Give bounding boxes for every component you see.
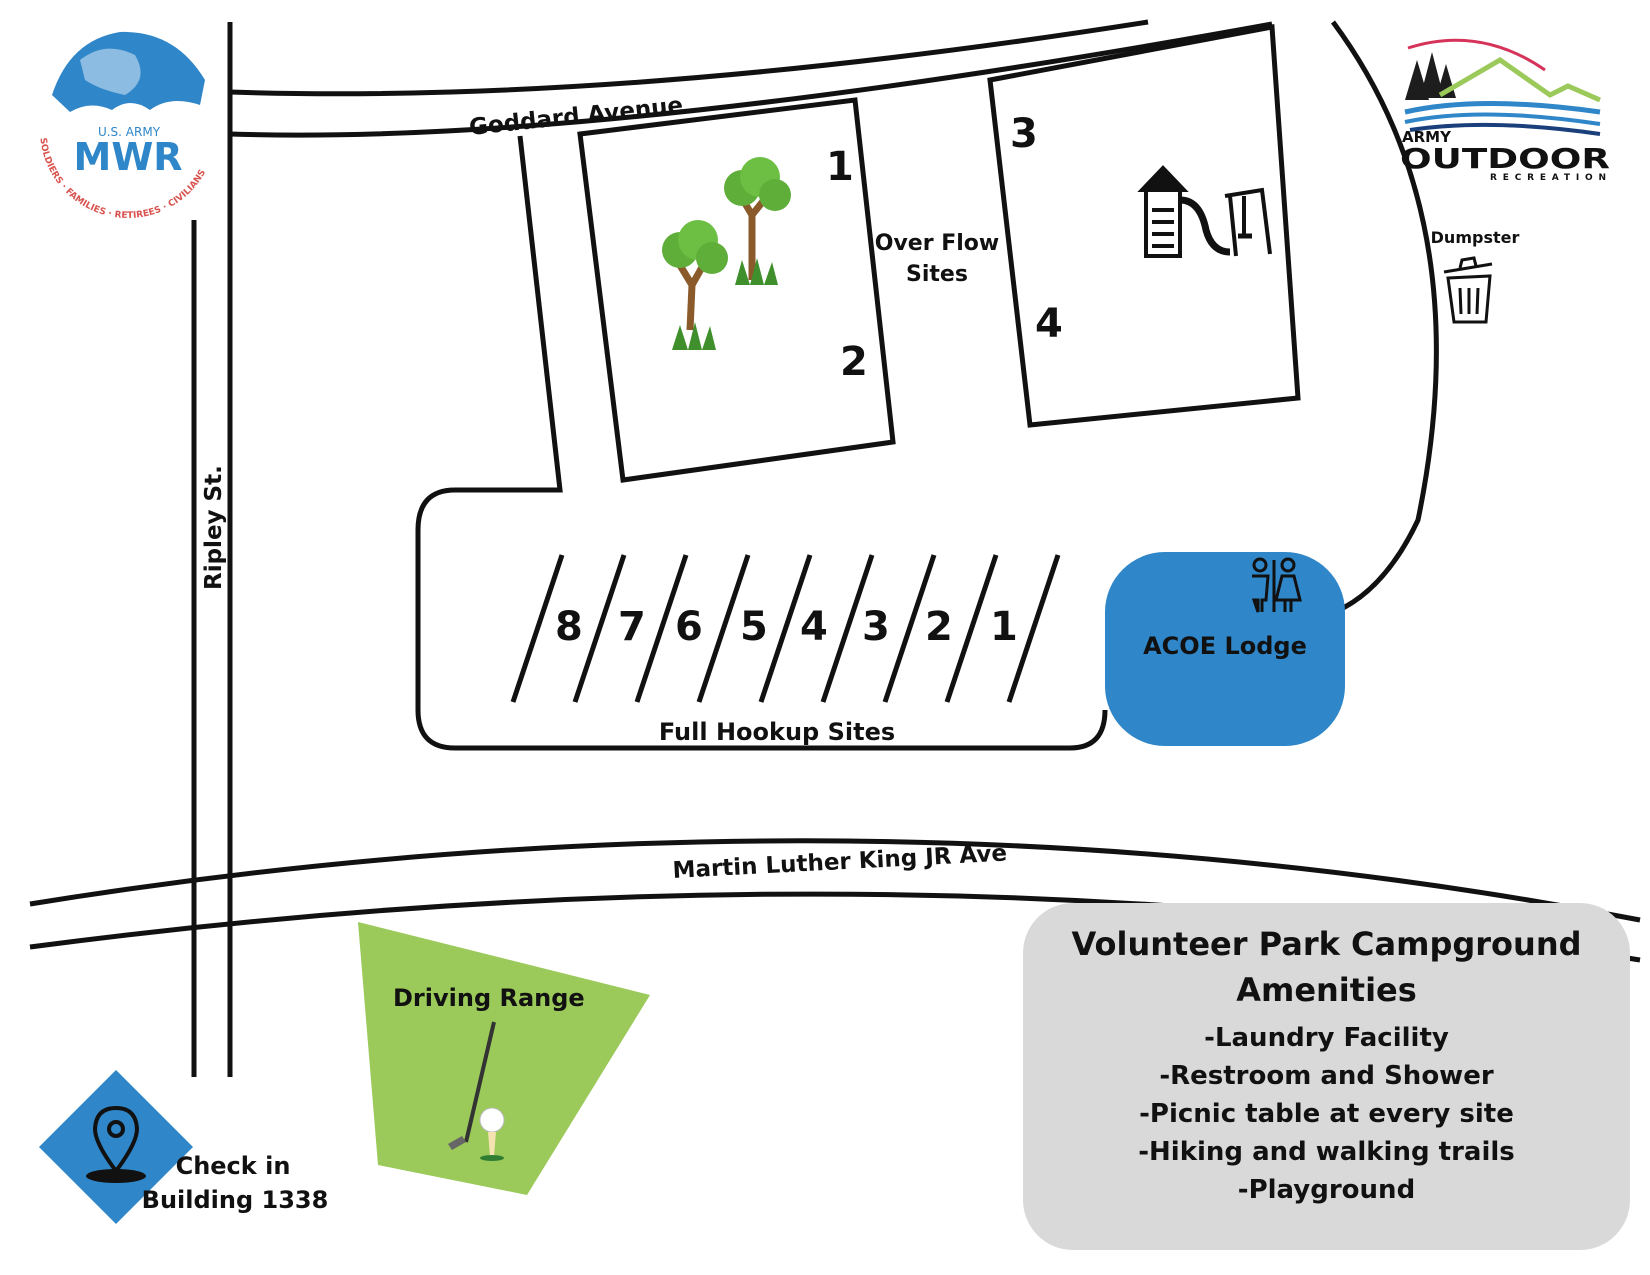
site-number-4: 4	[1035, 301, 1063, 347]
driving-range	[358, 922, 650, 1195]
mwr-logo: U.S. ARMY MWR SOLDIERS · FAMILIES · RETI…	[34, 28, 222, 221]
hookup-site-4: 4	[800, 604, 828, 650]
right-site-block	[987, 24, 1301, 428]
hookup-site-6: 6	[675, 604, 703, 650]
restroom-icon	[1251, 557, 1302, 613]
dumpster-label: Dumpster	[1431, 228, 1520, 247]
checkin-label-line2: Building 1338	[142, 1186, 329, 1214]
driving-range-label: Driving Range	[393, 984, 585, 1012]
army-outdoor-logo: ARMY OUTDOOR RECREATION	[1400, 38, 1610, 183]
ripley-street-label: Ripley St.	[201, 465, 227, 590]
mwr-logo-top-text: U.S. ARMY	[98, 125, 161, 139]
hookup-site-1: 1	[990, 604, 1018, 650]
tree-icon	[724, 157, 791, 285]
goddard-avenue-road	[229, 19, 1273, 138]
amenity-item: -Hiking and walking trails	[1138, 1137, 1515, 1167]
amenities-panel: Volunteer Park Campground Amenities -Lau…	[1023, 903, 1630, 1250]
mwr-logo-main-text: MWR	[74, 135, 183, 179]
checkin-marker[interactable]	[39, 1070, 193, 1224]
playground-icon	[1137, 165, 1272, 258]
site-number-2: 2	[840, 339, 868, 385]
amenity-item: -Restroom and Shower	[1159, 1061, 1494, 1091]
golf-ball-icon	[479, 1107, 505, 1161]
full-hookup-site-numbers: 8 7 6 5 4 3 2 1	[555, 604, 1018, 650]
goddard-avenue-label: Goddard Avenue	[468, 93, 684, 141]
hookup-site-3: 3	[862, 604, 890, 650]
site-number-1: 1	[826, 144, 854, 190]
amenity-item: -Playground	[1237, 1175, 1416, 1205]
army-outdoor-line1: ARMY	[1402, 128, 1452, 146]
amenity-item: -Laundry Facility	[1204, 1023, 1449, 1053]
location-pin-icon	[86, 1105, 146, 1183]
full-hookup-loop	[415, 135, 1108, 751]
amenity-item: -Picnic table at every site	[1139, 1099, 1514, 1129]
hookup-site-7: 7	[618, 604, 646, 650]
hookup-site-5: 5	[740, 604, 768, 650]
checkin-label-line1: Check in	[176, 1152, 291, 1180]
full-hookup-stripes	[510, 554, 1061, 703]
amenities-title: Volunteer Park Campground Amenities	[1071, 925, 1582, 1009]
acoe-lodge-label: ACOE Lodge	[1143, 632, 1307, 660]
amenities-list: -Laundry Facility -Restroom and Shower -…	[1023, 1019, 1630, 1209]
tree-icon	[662, 220, 728, 350]
left-site-block	[577, 97, 896, 483]
hookup-site-8: 8	[555, 604, 583, 650]
hookup-site-2: 2	[925, 604, 953, 650]
mlk-avenue-label: Martin Luther King JR Ave	[672, 841, 1008, 884]
trash-can-icon	[1443, 256, 1493, 324]
ripley-street-road	[191, 22, 233, 1077]
east-curve-road	[1330, 20, 1439, 615]
army-outdoor-line2: OUTDOOR	[1400, 142, 1610, 175]
overflow-sites-label-line2: Sites	[906, 262, 968, 287]
full-hookup-sites-label: Full Hookup Sites	[659, 718, 895, 746]
golf-club-icon	[448, 1021, 496, 1150]
site-number-3: 3	[1010, 111, 1038, 157]
overflow-sites-label-line1: Over Flow	[875, 231, 999, 256]
